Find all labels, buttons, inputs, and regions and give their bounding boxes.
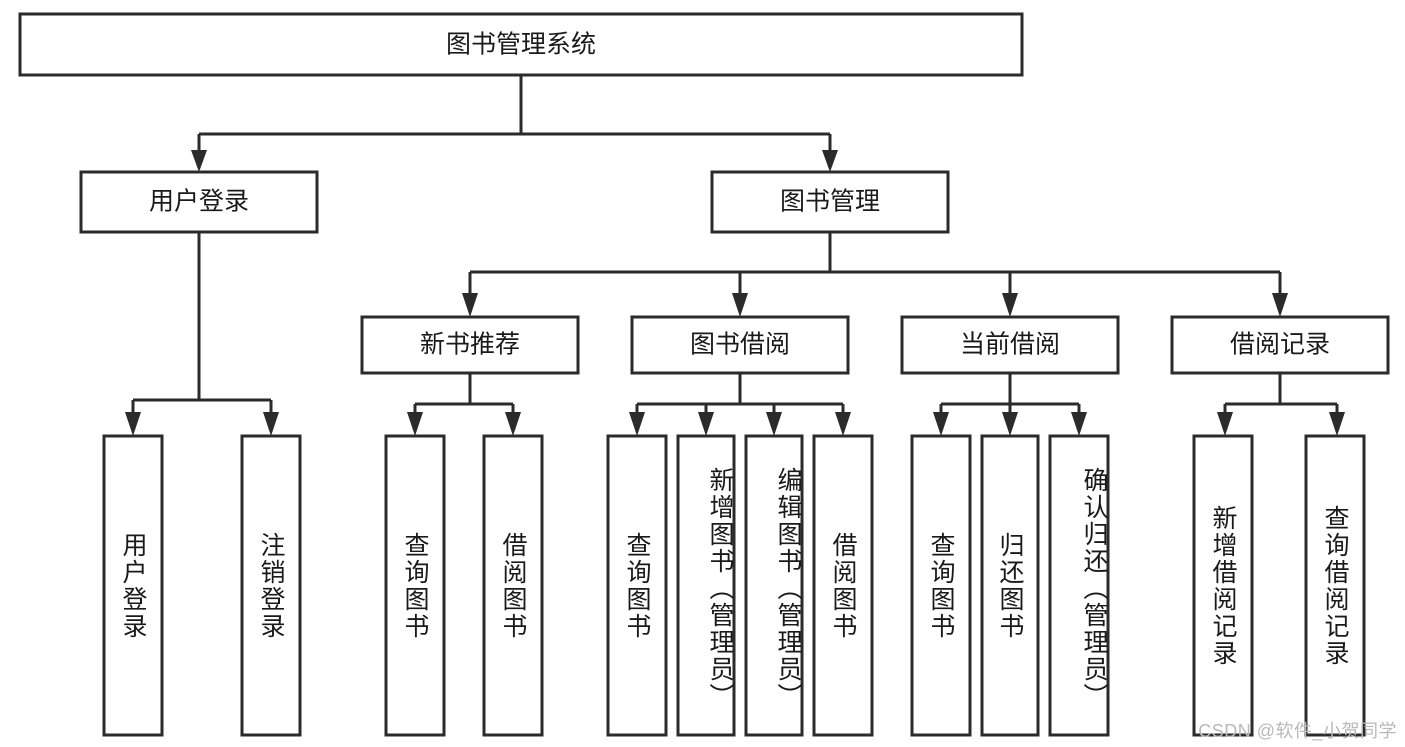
leaf-bb-edit-book-rect[interactable] bbox=[744, 434, 804, 737]
node-root-rect[interactable] bbox=[18, 12, 1024, 77]
node-book-management[interactable]: 图书管理 bbox=[710, 170, 950, 234]
connector-layer bbox=[125, 75, 1345, 436]
leaf-bb-add-book-rect[interactable] bbox=[676, 434, 736, 737]
arrowhead-current-borrow bbox=[1002, 293, 1018, 317]
node-book-borrow[interactable]: 图书借阅 bbox=[630, 315, 850, 375]
node-root-label: 图书管理系统 bbox=[446, 31, 596, 59]
arrowhead-nbr-query-book bbox=[407, 412, 423, 436]
node-new-book-recommend[interactable]: 新书推荐 bbox=[360, 315, 580, 375]
arrowhead-cb-return-book bbox=[1002, 412, 1018, 436]
leaf-cb-return-book-rect[interactable] bbox=[980, 434, 1040, 737]
node-current-borrow-rect[interactable] bbox=[900, 315, 1120, 375]
node-book-borrow-rect[interactable] bbox=[630, 315, 850, 375]
leaf-nbr-borrow-book-rect[interactable] bbox=[482, 434, 544, 737]
arrowhead-br-add-record bbox=[1217, 412, 1233, 436]
arrowhead-bb-borrow-book bbox=[835, 412, 851, 436]
node-new-book-recommend-rect[interactable] bbox=[360, 315, 580, 375]
leaf-bb-borrow-book-rect[interactable] bbox=[812, 434, 874, 737]
node-book-borrow-label: 图书借阅 bbox=[690, 331, 790, 359]
node-current-borrow-label: 当前借阅 bbox=[960, 331, 1060, 359]
arrowhead-leaf-user-login bbox=[125, 412, 141, 436]
arrowhead-cb-query-book bbox=[933, 412, 949, 436]
leaf-br-query-record-rect[interactable] bbox=[1304, 434, 1366, 737]
node-borrow-record-label: 借阅记录 bbox=[1230, 331, 1330, 359]
arrowhead-book-mgmt bbox=[822, 150, 838, 172]
node-new-book-recommend-label: 新书推荐 bbox=[420, 331, 520, 359]
node-borrow-record-rect[interactable] bbox=[1170, 315, 1390, 375]
watermark-text: CSDN @软件_小贺同学 bbox=[1198, 721, 1397, 741]
arrowhead-user-login bbox=[191, 150, 207, 172]
arrowhead-book-borrow bbox=[732, 293, 748, 317]
leaf-bb-query-book-rect[interactable] bbox=[606, 434, 668, 737]
leaf-cb-query-book-rect[interactable] bbox=[910, 434, 972, 737]
leaf-user-login-rect[interactable] bbox=[102, 434, 164, 737]
node-user-login-rect[interactable] bbox=[79, 170, 319, 234]
node-current-borrow[interactable]: 当前借阅 bbox=[900, 315, 1120, 375]
leaf-cb-confirm-return-rect[interactable] bbox=[1048, 434, 1110, 737]
node-borrow-record[interactable]: 借阅记录 bbox=[1170, 315, 1390, 375]
arrowhead-cb-confirm-return bbox=[1071, 412, 1087, 436]
node-root[interactable]: 图书管理系统 bbox=[18, 12, 1024, 77]
arrowhead-nbr-borrow-book bbox=[505, 412, 521, 436]
node-user-login[interactable]: 用户登录 bbox=[79, 170, 319, 234]
arrowhead-new-book-rec bbox=[462, 293, 478, 317]
node-layer: 图书管理系统 用户登录 图书管理 新书推荐 图书借阅 当前 bbox=[18, 12, 1390, 737]
leaf-logout-rect[interactable] bbox=[240, 434, 302, 737]
arrowhead-bb-query-book bbox=[629, 412, 645, 436]
arrowhead-borrow-record bbox=[1272, 293, 1288, 317]
node-book-management-rect[interactable] bbox=[710, 170, 950, 234]
node-book-management-label: 图书管理 bbox=[780, 188, 880, 216]
node-user-login-label: 用户登录 bbox=[149, 188, 249, 216]
arrowhead-leaf-logout bbox=[263, 412, 279, 436]
arrowhead-br-query-record bbox=[1329, 412, 1345, 436]
leaf-nbr-query-book-rect[interactable] bbox=[384, 434, 446, 737]
leaf-br-add-record-rect[interactable] bbox=[1192, 434, 1254, 737]
arrowhead-bb-add-book bbox=[698, 412, 714, 436]
arrowhead-bb-edit-book bbox=[766, 412, 782, 436]
